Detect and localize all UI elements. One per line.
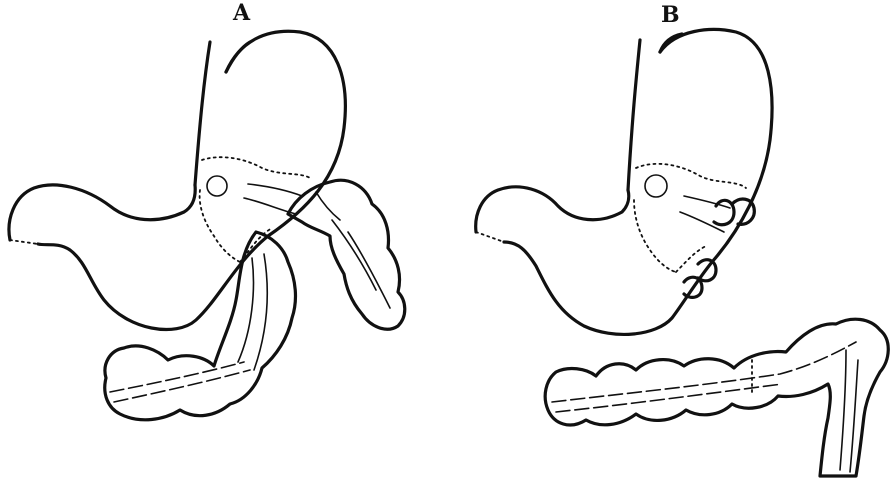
panel-a-colon-lower-haustra [238, 254, 267, 370]
panel-b-colon-descending-band [840, 350, 858, 472]
panel-b-label: B [661, 2, 681, 28]
panel-b-tumor-region [634, 164, 746, 272]
panel-b-stomach-outline [476, 29, 772, 334]
panel-a-colon-lower [105, 232, 296, 420]
panel-a-colon-upper [288, 180, 405, 329]
panel-a-lesion-circle [207, 176, 227, 196]
panel-b-drawing [476, 29, 889, 476]
panel-b-lesion-circle [645, 175, 667, 197]
panel-a-stomach-pylorus-dots [10, 240, 38, 244]
panel-b-nodule-2 [714, 200, 734, 224]
panel-b-stomach-pylorus-dots [476, 232, 504, 242]
panel-a-label: A [233, 0, 251, 26]
panel-a-esophagus [195, 42, 210, 185]
panel-a-tumor-strands [244, 184, 302, 214]
panel-a-drawing [9, 31, 405, 420]
panel-a-colon-lower-band-2 [114, 370, 250, 402]
